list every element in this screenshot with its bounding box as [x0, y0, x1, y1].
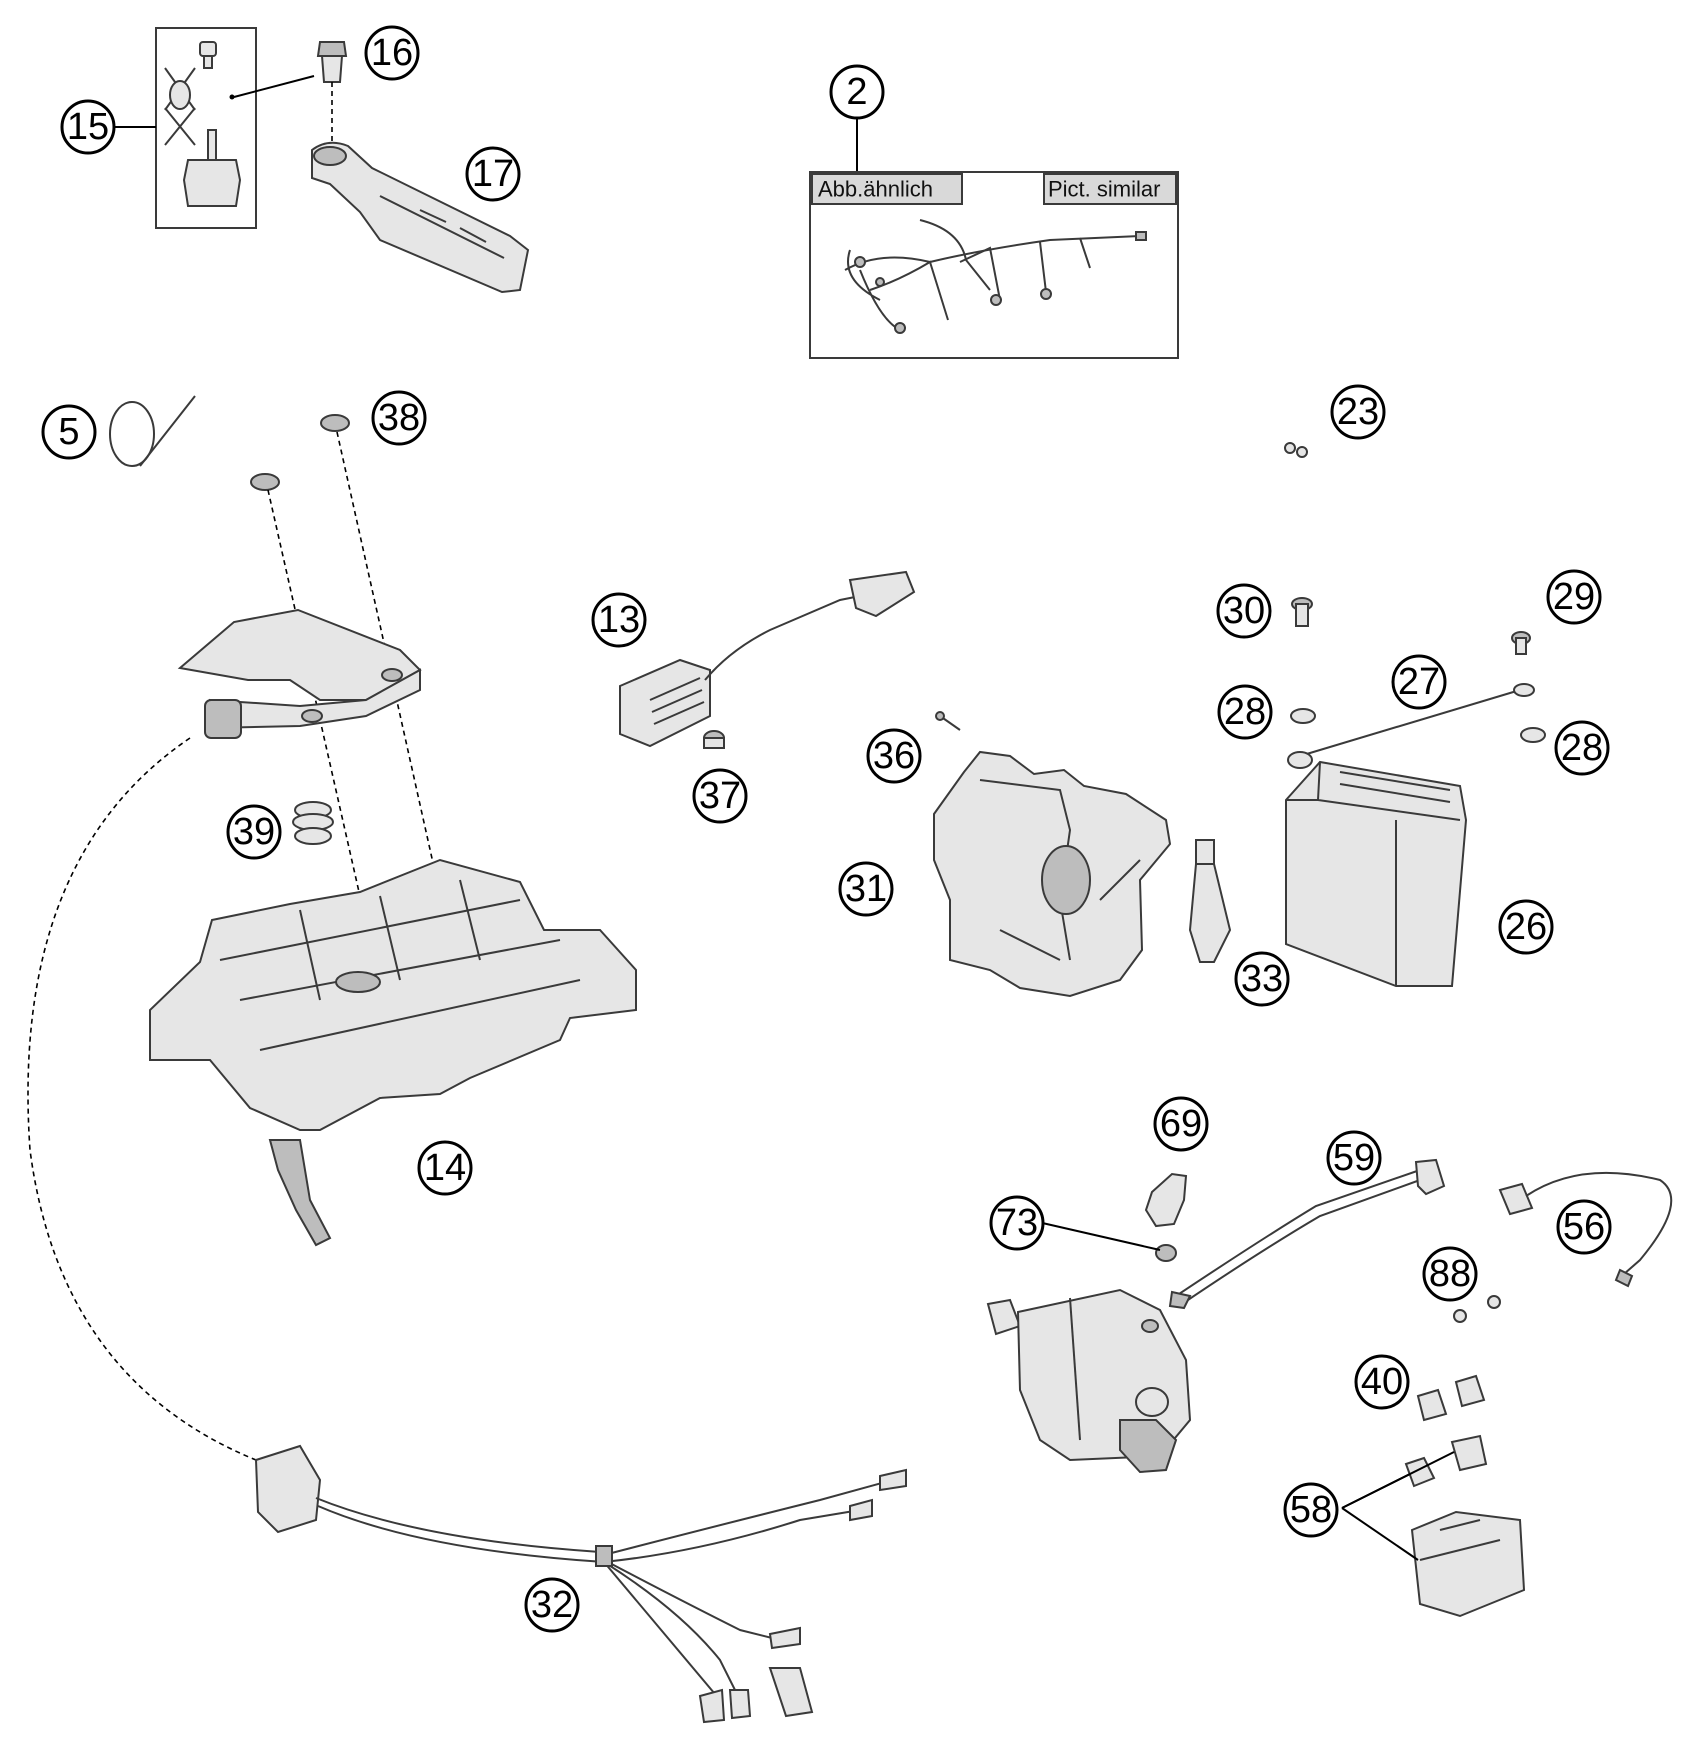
callout-23: 23 — [1330, 384, 1386, 440]
svg-text:17: 17 — [472, 153, 514, 195]
cdi-unit — [177, 608, 422, 739]
svg-text:30: 30 — [1223, 590, 1265, 632]
starter-motor — [986, 1288, 1192, 1474]
svg-text:33: 33 — [1241, 958, 1283, 1000]
part-59-cable — [1168, 1158, 1446, 1310]
part-69-cap — [1144, 1172, 1188, 1228]
part-36-bolt — [935, 711, 961, 731]
svg-text:36: 36 — [873, 735, 915, 777]
svg-text:28: 28 — [1224, 691, 1266, 733]
part-15-kit — [155, 27, 257, 229]
callout-58: 58 — [1283, 1482, 1339, 1538]
svg-text:39: 39 — [233, 811, 275, 853]
callout-17: 17 — [465, 146, 521, 202]
callout-59: 59 — [1326, 1130, 1382, 1186]
svg-text:73: 73 — [996, 1202, 1038, 1244]
callout-37: 37 — [692, 768, 748, 824]
callout-32: 32 — [524, 1577, 580, 1633]
part-27-cable — [1287, 683, 1535, 769]
part-5-cable-tie — [109, 395, 196, 467]
callout-5: 5 — [41, 404, 97, 460]
callout-40: 40 — [1354, 1354, 1410, 1410]
svg-text:38: 38 — [378, 397, 420, 439]
part-39-grommet — [292, 801, 334, 845]
callout-36: 36 — [866, 728, 922, 784]
svg-text:15: 15 — [67, 106, 109, 148]
leader-58-c — [1341, 1507, 1419, 1561]
part-56-cable — [1498, 1171, 1673, 1288]
callout-15: 15 — [60, 99, 116, 155]
svg-text:40: 40 — [1361, 1361, 1403, 1403]
callout-30: 30 — [1216, 583, 1272, 639]
svg-text:14: 14 — [424, 1147, 466, 1189]
callout-2: 2 — [829, 64, 885, 120]
callout-28-right: 28 — [1554, 720, 1610, 776]
svg-text:29: 29 — [1553, 576, 1595, 618]
part-38-screw — [250, 414, 350, 491]
part-13-regulator — [619, 570, 916, 748]
callout-39: 39 — [226, 804, 282, 860]
callout-31: 31 — [838, 861, 894, 917]
svg-text:27: 27 — [1398, 661, 1440, 703]
callout-33: 33 — [1234, 951, 1290, 1007]
part-14-tray — [149, 858, 637, 1247]
part-37-screw — [703, 730, 725, 749]
part-73-nut — [1155, 1244, 1177, 1262]
svg-text:23: 23 — [1337, 391, 1379, 433]
leader-58-b — [1341, 1451, 1455, 1509]
part-58-relay — [1404, 1434, 1526, 1618]
harness-box: Abb.ähnlich Pict. similar — [809, 171, 1179, 359]
callout-14: 14 — [417, 1140, 473, 1196]
label-abb-aehnlich-text: Abb.ähnlich — [818, 177, 933, 202]
callout-27: 27 — [1391, 654, 1447, 710]
part-28-washer-a — [1290, 708, 1316, 724]
callout-16: 16 — [364, 25, 420, 81]
part-17-lever — [311, 141, 530, 294]
part-88-nut — [1453, 1295, 1501, 1323]
svg-text:16: 16 — [371, 32, 413, 74]
part-2-wiring-harness — [844, 219, 1147, 334]
part-26-battery — [1285, 760, 1468, 987]
svg-text:56: 56 — [1563, 1206, 1605, 1248]
callout-38: 38 — [371, 390, 427, 446]
part-23-screws — [1284, 442, 1308, 458]
part-33-strap — [1188, 839, 1232, 963]
svg-text:5: 5 — [58, 411, 79, 453]
part-32-harness — [254, 1444, 907, 1724]
leader-16-arrow — [233, 75, 315, 98]
svg-text:69: 69 — [1160, 1103, 1202, 1145]
part-31-battery-holder — [933, 750, 1172, 998]
part-29-screw — [1511, 631, 1531, 655]
leader-73 — [1037, 1221, 1161, 1251]
dash-cdi-harness — [27, 737, 257, 1461]
callout-73: 73 — [989, 1195, 1045, 1251]
callout-88: 88 — [1422, 1246, 1478, 1302]
svg-text:59: 59 — [1333, 1137, 1375, 1179]
svg-text:13: 13 — [598, 599, 640, 641]
dash-38-a — [336, 431, 469, 1021]
svg-text:31: 31 — [845, 868, 887, 910]
svg-text:32: 32 — [531, 1584, 573, 1626]
part-28-washer-b — [1520, 727, 1546, 743]
callout-26: 26 — [1498, 899, 1554, 955]
svg-text:26: 26 — [1505, 906, 1547, 948]
callout-69: 69 — [1153, 1096, 1209, 1152]
part-40-fuses — [1416, 1374, 1486, 1422]
svg-text:2: 2 — [846, 71, 867, 113]
part-30-screw — [1291, 597, 1313, 627]
label-pict-similar — [1043, 173, 1177, 205]
part-16-nut — [316, 41, 348, 83]
callout-13: 13 — [591, 592, 647, 648]
svg-text:88: 88 — [1429, 1253, 1471, 1295]
callout-28-left: 28 — [1217, 684, 1273, 740]
svg-text:37: 37 — [699, 775, 741, 817]
callout-56: 56 — [1556, 1199, 1612, 1255]
label-abb-aehnlich — [811, 173, 963, 205]
label-pict-similar-text: Pict. similar — [1048, 177, 1160, 202]
svg-text:28: 28 — [1561, 727, 1603, 769]
svg-text:58: 58 — [1290, 1489, 1332, 1531]
callout-29: 29 — [1546, 569, 1602, 625]
